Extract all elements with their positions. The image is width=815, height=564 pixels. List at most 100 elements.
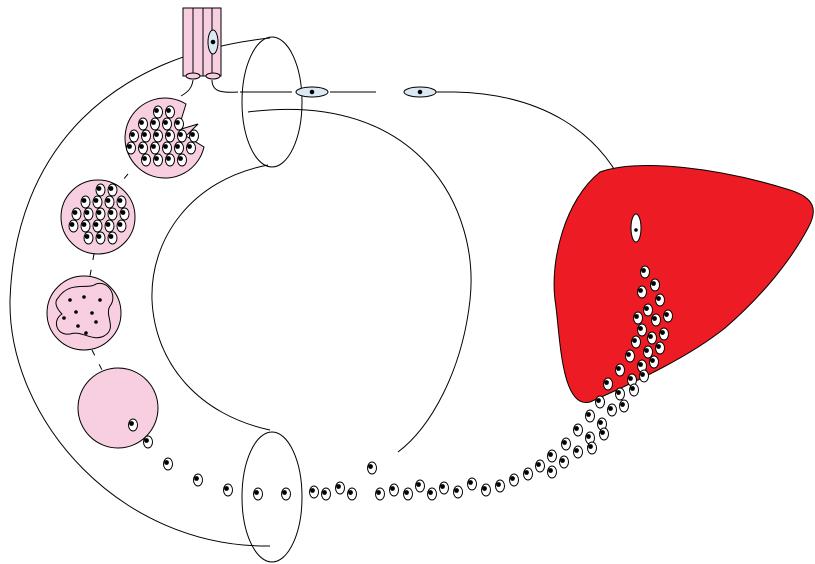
stream-merozoite bbox=[643, 303, 653, 317]
oocyst-merozoite bbox=[107, 183, 118, 197]
stream-merozoite bbox=[427, 487, 437, 501]
stream-merozoite bbox=[321, 487, 331, 501]
gut-top-opening bbox=[241, 36, 303, 168]
oocyst-merozoite bbox=[95, 183, 106, 197]
stream-merozoite bbox=[597, 417, 607, 431]
mosquito-gut-tube bbox=[9, 36, 472, 563]
oocyst-merozoite bbox=[189, 129, 199, 143]
stream-merozoite bbox=[619, 399, 629, 413]
mosquito-salivary-gland-icon bbox=[180, 7, 239, 97]
stream-merozoite bbox=[651, 313, 661, 327]
oocyst-merozoite bbox=[153, 105, 163, 119]
oocyst-merozoite bbox=[95, 231, 106, 245]
young-oocyst-nucleus bbox=[90, 311, 94, 315]
oocyst-merozoite bbox=[126, 141, 136, 155]
oocyst-merozoite bbox=[153, 129, 163, 143]
gut-outer-wall bbox=[9, 37, 271, 547]
oocyst-merozoite bbox=[138, 141, 148, 155]
stream-merozoite bbox=[607, 403, 617, 417]
stream-merozoite bbox=[649, 355, 659, 369]
stream-merozoite bbox=[637, 285, 647, 299]
young-oocyst-nucleus bbox=[82, 295, 86, 299]
stream-merozoite bbox=[647, 331, 657, 345]
stream-merozoite bbox=[523, 467, 533, 481]
stream-merozoite bbox=[650, 278, 660, 292]
stream-merozoite bbox=[637, 323, 647, 337]
stream-merozoite bbox=[309, 485, 319, 499]
inner-arc bbox=[247, 108, 472, 453]
oocyst-merozoite bbox=[116, 195, 127, 209]
stream-merozoite bbox=[547, 465, 557, 479]
oocyst-merozoite bbox=[80, 219, 91, 233]
stream-merozoite bbox=[585, 431, 595, 445]
oocyst-connectors bbox=[89, 173, 129, 371]
gland-connector-left bbox=[180, 79, 194, 97]
oocyst-merozoite bbox=[107, 231, 118, 245]
oocyst-merozoite bbox=[83, 231, 94, 245]
oocyst-merozoite bbox=[92, 195, 103, 209]
stream-merozoite bbox=[509, 473, 519, 487]
stream-merozoite bbox=[495, 479, 505, 493]
oocyst-merozoite bbox=[150, 141, 160, 155]
oocyst-merozoite bbox=[107, 207, 118, 221]
oocyst-merozoite bbox=[116, 219, 127, 233]
young-oocyst-nucleus bbox=[62, 316, 66, 320]
gland-connector-right bbox=[211, 79, 239, 93]
stream-merozoite bbox=[640, 265, 650, 279]
liver-shape bbox=[553, 165, 814, 403]
oocyst-merozoite bbox=[150, 117, 160, 131]
stream-merozoite bbox=[561, 437, 571, 451]
stream-merozoite bbox=[163, 457, 173, 471]
oocyst-merozoite bbox=[165, 105, 175, 119]
sporozoite-icon bbox=[295, 86, 437, 98]
young-oocyst-nucleus bbox=[76, 324, 80, 328]
stream-merozoite bbox=[281, 487, 291, 501]
young-oocyst-nucleus bbox=[74, 310, 78, 314]
young-oocyst-nucleus bbox=[68, 298, 72, 302]
oocyst-merozoite bbox=[92, 219, 103, 233]
oocyst-merozoite bbox=[174, 141, 184, 155]
stream-merozoite bbox=[253, 487, 263, 501]
stream-merozoite bbox=[615, 363, 625, 377]
stream-merozoite bbox=[223, 483, 233, 497]
oocyst-merozoite bbox=[186, 141, 196, 155]
oocyst-young-inner bbox=[55, 282, 114, 339]
stream-merozoite bbox=[467, 477, 477, 491]
stream-merozoite bbox=[367, 461, 377, 475]
stream-merozoite bbox=[603, 377, 613, 391]
liver-icon bbox=[553, 165, 814, 403]
stream-merozoite bbox=[615, 387, 625, 401]
oocyst-merozoite bbox=[95, 207, 106, 221]
oocyst-merozoite bbox=[141, 129, 151, 143]
oocyst-merozoite bbox=[165, 129, 175, 143]
oocyst-merozoite bbox=[104, 195, 115, 209]
oocyst-merozoite bbox=[138, 117, 148, 131]
stream-merozoite bbox=[415, 479, 425, 493]
stream-merozoite bbox=[585, 409, 595, 423]
young-oocyst-nucleus bbox=[98, 298, 102, 302]
oocyst-merozoite bbox=[177, 129, 187, 143]
oocyst-merozoite bbox=[71, 207, 82, 221]
ookinete-nucleus bbox=[128, 418, 138, 432]
stream-merozoite bbox=[633, 311, 643, 325]
stream-merozoite bbox=[663, 309, 673, 323]
stream-merozoite bbox=[629, 383, 639, 397]
stream-merozoite bbox=[587, 441, 597, 455]
oocyst-merozoite bbox=[104, 219, 115, 233]
liver-sporozoite bbox=[630, 213, 642, 243]
oocyst-merozoite bbox=[80, 195, 91, 209]
stream-merozoite bbox=[403, 487, 413, 501]
oocyst-merozoite bbox=[162, 141, 172, 155]
stream-merozoite bbox=[655, 293, 665, 307]
stream-merozoite bbox=[573, 423, 583, 437]
stream-merozoite bbox=[453, 485, 463, 499]
oocyst-merozoite bbox=[162, 117, 172, 131]
stream-merozoite bbox=[599, 427, 609, 441]
young-oocyst-nucleus bbox=[94, 320, 98, 324]
stream-merozoite bbox=[573, 445, 583, 459]
stream-merozoite bbox=[655, 341, 665, 355]
oocyst-merozoite bbox=[68, 219, 79, 233]
oocyst-merozoite bbox=[141, 153, 151, 167]
ookinete-cell bbox=[77, 367, 159, 449]
